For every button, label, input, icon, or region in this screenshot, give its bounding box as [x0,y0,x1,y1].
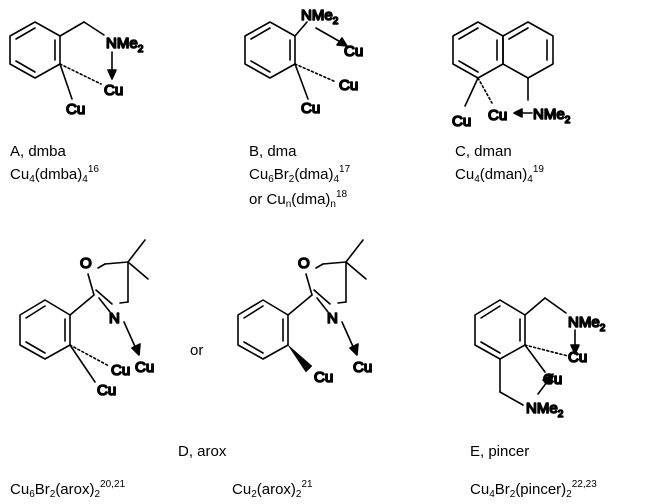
compound-e-formula: Cu4Br2(pincer)222,23 [470,479,597,500]
atom-cu: Cu [339,77,358,94]
atom-cu: Cu [344,43,363,60]
atom-cu: Cu [111,362,130,379]
atom-n: NMe2 [533,106,571,126]
compound-d-name: D, arox [178,443,227,460]
atom-n: NMe2 [526,400,564,420]
structure-c [452,21,554,118]
atom-n: NMe2 [106,35,144,55]
atom-o: O [80,255,92,272]
atom-cu: Cu [314,369,333,386]
structure-d-right [237,239,367,373]
atom-n: NMe2 [568,314,606,334]
compound-a-name: A, dmba [10,143,66,160]
structure-e [474,297,580,406]
compound-d-formula-2: Cu2(arox)221 [232,479,313,500]
structure-d-left [19,239,149,383]
compound-c-formula: Cu4(dman)419 [455,164,544,185]
atom-cu: Cu [97,382,116,399]
compound-b-name: B, dma [249,143,297,160]
compound-a-formula: Cu4(dmba)416 [10,164,99,185]
atom-n: N [327,310,338,327]
atom-o: O [298,255,310,272]
compound-b-alt-formula: or Cun(dma)n18 [249,189,348,210]
atom-cu: Cu [135,359,154,376]
atom-n: N [109,310,120,327]
atom-cu: Cu [301,100,320,117]
atom-cu: Cu [568,349,587,366]
atom-cu: Cu [488,107,507,124]
atom-cu: Cu [543,371,562,388]
atom-cu: Cu [104,82,123,99]
atom-n: NMe2 [301,7,339,27]
compound-e-name: E, pincer [470,443,530,460]
atom-cu: Cu [353,359,372,376]
compound-d-formula-1: Cu6Br2(arox)220,21 [10,479,126,500]
compound-c-name: C, dman [455,143,512,160]
atom-cu: Cu [66,101,85,118]
atom-cu: Cu [452,113,471,130]
compound-b-formula: Cu6Br2(dma)417 [249,164,351,185]
structure-a [9,21,117,100]
or-label: or [190,342,204,359]
structure-b [244,21,348,100]
